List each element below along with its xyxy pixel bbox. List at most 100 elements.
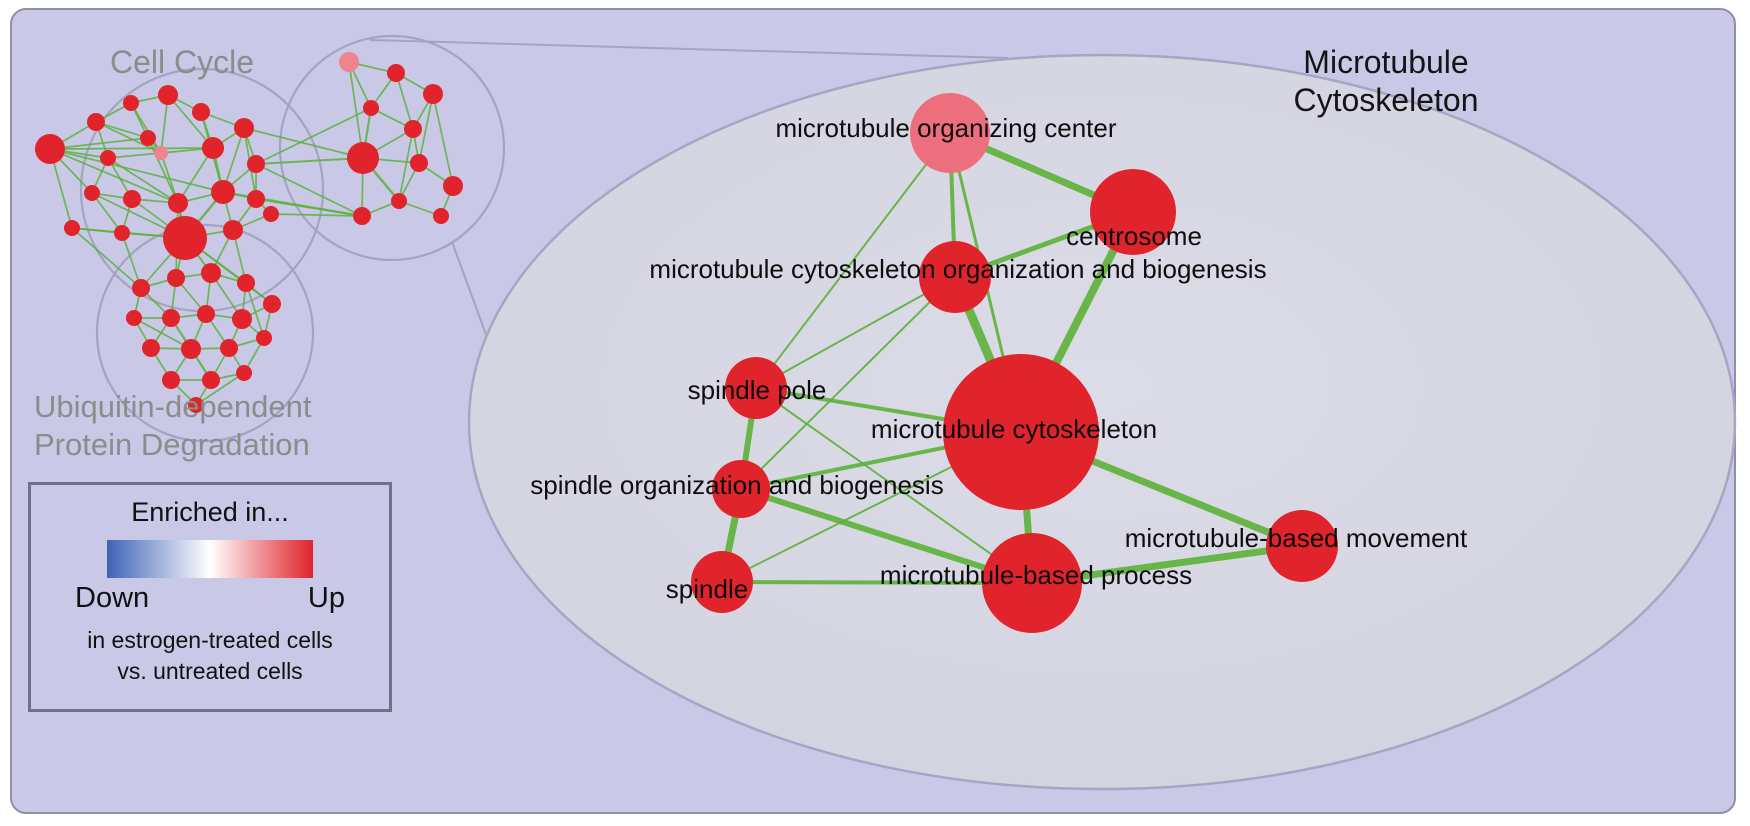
legend-caption-line2: vs. untreated cells: [117, 658, 303, 685]
overview-edge: [395, 72, 414, 130]
overview-node-c16: [188, 397, 204, 413]
overview-node-b4: [404, 120, 422, 138]
legend-down-label: Down: [75, 582, 150, 614]
overview-node-c2: [201, 263, 221, 283]
overview-edge: [255, 157, 364, 165]
overview-edge: [49, 147, 214, 150]
detail-node-label-cyto: microtubule cytoskeleton: [871, 414, 1157, 444]
detail-node-label-spi: spindle: [666, 574, 748, 604]
overview-edge: [95, 121, 149, 139]
overview-edge: [167, 94, 214, 149]
legend-caption: in estrogen-treated cells vs. untreated …: [31, 625, 389, 687]
cluster-circle-ubiquitin: [95, 223, 315, 443]
detail-cluster-title: Microtubule Cytoskeleton: [1268, 44, 1504, 120]
detail-edge-orgbio-sp: [755, 276, 956, 389]
overview-edge: [418, 93, 434, 164]
detail-edge-sp-mbp: [755, 387, 1033, 584]
overview-node-a7: [154, 146, 168, 160]
detail-edge-oc-sp: [755, 132, 951, 389]
overview-node-b10: [433, 208, 449, 224]
cluster-label-ubiquitin: Ubiquitin-dependent Protein Degradation: [34, 388, 312, 464]
overview-edge: [255, 198, 363, 217]
overview-edge: [348, 61, 364, 159]
overview-node-a9: [234, 118, 254, 138]
detail-edge-orgbio-sob: [740, 276, 956, 490]
overview-node-a3: [158, 85, 178, 105]
overview-edge: [121, 232, 142, 289]
overview-node-c11: [220, 339, 238, 357]
detail-node-cyto: [943, 354, 1099, 510]
overview-node-a20: [263, 206, 279, 222]
overview-node-b3: [363, 100, 379, 116]
detail-node-mbm: [1266, 510, 1338, 582]
overview-edge: [432, 93, 454, 187]
detail-ellipse: [467, 53, 1737, 791]
overview-node-c5: [126, 310, 142, 326]
detail-node-label-mbm: microtubule-based movement: [1125, 523, 1468, 553]
overview-node-c4: [263, 295, 281, 313]
overview-node-a19: [223, 220, 243, 240]
legend: Enriched in... Down Up in estrogen-treat…: [28, 482, 392, 712]
overview-node-b1: [387, 64, 405, 82]
magnifier-line: [369, 39, 1009, 59]
overview-node-c6: [162, 309, 180, 327]
overview-node-b0: [339, 52, 359, 72]
detail-node-label-sob: spindle organization and biogenesis: [530, 470, 943, 500]
overview-edge: [270, 213, 363, 217]
overview-node-c15: [236, 365, 252, 381]
overview-node-c14: [202, 371, 220, 389]
detail-node-orgbio: [919, 241, 991, 313]
overview-node-b9: [353, 207, 371, 225]
overview-edge: [147, 137, 179, 204]
overview-edge: [95, 121, 162, 154]
cluster-circle-microtubule-cytoskeleton: [278, 34, 506, 262]
overview-edge: [107, 152, 162, 159]
overview-node-a17: [114, 225, 130, 241]
overview-edge: [49, 148, 179, 204]
overview-edge: [398, 128, 414, 202]
overview-node-a11: [84, 185, 100, 201]
detail-node-label-oc: microtubule organizing center: [775, 113, 1116, 143]
overview-edge: [71, 227, 142, 289]
detail-node-oc: [910, 93, 990, 173]
detail-node-cen: [1090, 169, 1176, 255]
overview-edge: [255, 107, 372, 165]
overview-edge: [49, 148, 224, 193]
overview-node-a14: [211, 180, 235, 204]
overview-node-c3: [237, 274, 255, 292]
overview-node-a12: [123, 190, 141, 208]
legend-title: Enriched in...: [131, 497, 289, 527]
detail-node-sob: [712, 460, 770, 518]
detail-node-spi: [691, 551, 753, 613]
overview-node-c7: [197, 305, 215, 323]
overview-node-c13: [162, 371, 180, 389]
overview-edge: [255, 163, 363, 217]
overview-node-b5: [347, 142, 379, 174]
overview-node-a18: [163, 216, 207, 260]
overview-node-a8: [202, 137, 224, 159]
overview-node-a2: [123, 95, 139, 111]
overview-edge: [91, 192, 123, 234]
ubiquitin-label-line1: Ubiquitin-dependent: [34, 389, 312, 424]
overview-node-c9: [142, 339, 160, 357]
overview-node-c12: [256, 330, 272, 346]
overview-node-a0: [35, 134, 65, 164]
overview-node-b6: [410, 154, 428, 172]
detail-title-line1: Microtubule: [1303, 44, 1469, 80]
overview-node-a1: [87, 113, 105, 131]
ubiquitin-label-line2: Protein Degradation: [34, 426, 310, 462]
cluster-label-cell-cycle: Cell Cycle: [110, 44, 255, 80]
overview-edge: [195, 372, 245, 406]
overview-node-a13: [168, 193, 188, 213]
overview-node-a15: [247, 190, 265, 208]
overview-node-a6: [100, 150, 116, 166]
overview-node-a10: [247, 155, 265, 173]
overview-node-a5: [140, 130, 156, 146]
detail-node-label-mbp: microtubule-based process: [880, 560, 1192, 590]
detail-edge-sob-mbp: [738, 486, 1035, 586]
detail-node-sp: [725, 357, 787, 419]
overview-node-b2: [423, 84, 443, 104]
detail-edge-spi-mbp: [720, 580, 1034, 585]
detail-node-mbp: [982, 533, 1082, 633]
